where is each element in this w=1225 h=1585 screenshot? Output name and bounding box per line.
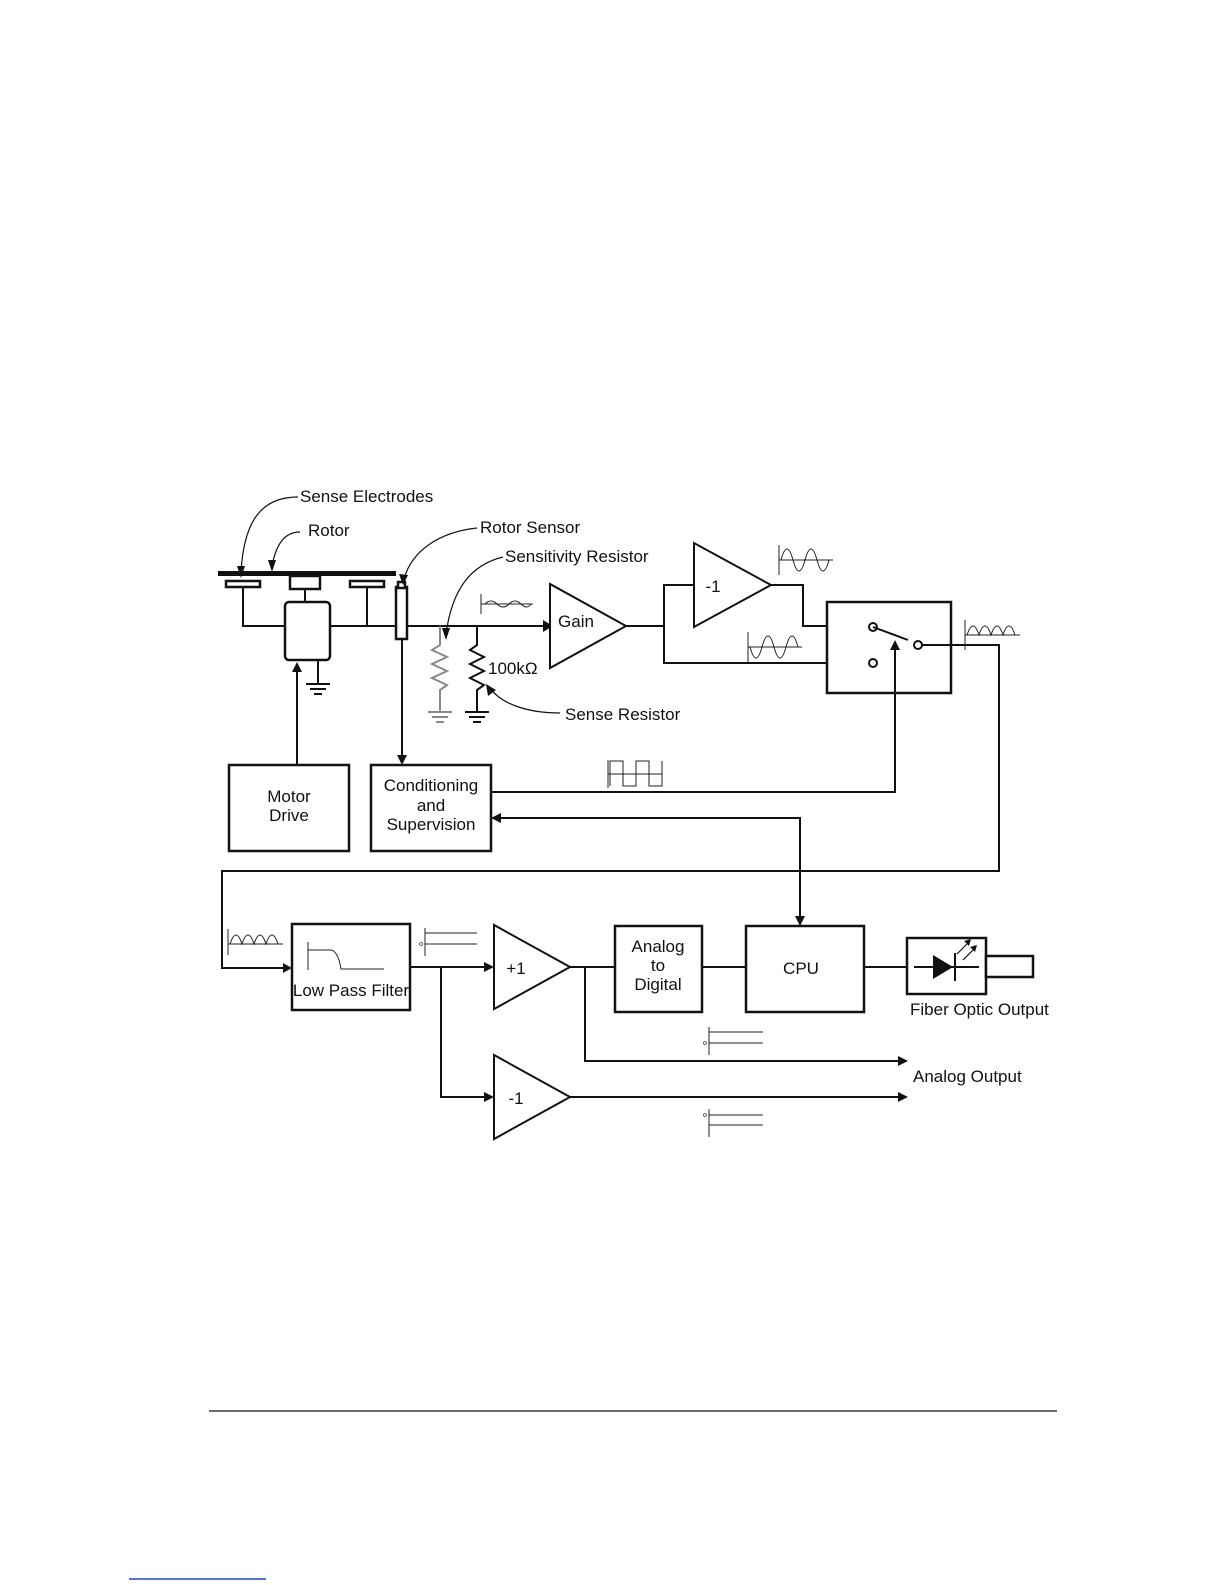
fiber-optic-output-label: Fiber Optic Output [910, 1000, 1049, 1019]
waveform-inverted-sine [779, 545, 833, 575]
rotor-assembly [218, 571, 396, 694]
motor-drive-label-1: Motor [267, 787, 311, 806]
rotor-sensor [396, 587, 407, 639]
waveform-dc-lpf [420, 928, 478, 956]
conditioning-label-3: Supervision [387, 815, 476, 834]
adc-label-1: Analog [632, 937, 685, 956]
motor-body [285, 602, 330, 660]
gain-label: Gain [558, 612, 594, 631]
conditioning-label-2: and [417, 796, 445, 815]
synchronous-switch [827, 602, 951, 693]
adc-label-3: Digital [634, 975, 681, 994]
waveform-dc-positive [704, 1027, 764, 1055]
sense-resistor-value: 100kΩ [488, 659, 538, 678]
ground-symbol-motor [306, 684, 330, 694]
sense-resistor-label: Sense Resistor [565, 705, 681, 724]
sense-resistor [465, 626, 489, 722]
waveform-dc-negative [704, 1109, 764, 1137]
waveform-sensor-signal [481, 594, 533, 614]
rotor-sensor-label: Rotor Sensor [480, 518, 580, 537]
waveform-rectified-lpf-in [228, 929, 283, 955]
sensitivity-resistor [428, 626, 452, 722]
sensitivity-resistor-label: Sensitivity Resistor [505, 547, 649, 566]
motor-drive-label-2: Drive [269, 806, 309, 825]
analog-output-label: Analog Output [913, 1067, 1022, 1086]
sense-electrode-right [350, 581, 384, 587]
buffer-label: +1 [506, 959, 525, 978]
conditioning-label-1: Conditioning [384, 776, 479, 795]
sense-electrode-left [226, 581, 260, 587]
waveform-sine [748, 632, 802, 662]
inverter-bottom-label: -1 [508, 1089, 523, 1108]
sense-electrodes-label: Sense Electrodes [300, 487, 433, 506]
adc-label-2: to [651, 956, 665, 975]
inverter-bottom [494, 1055, 570, 1139]
low-pass-filter-label: Low Pass Filter [293, 981, 410, 1000]
waveform-square [608, 760, 662, 788]
inverter-top-label: -1 [705, 577, 720, 596]
rotor-hub [290, 576, 320, 589]
rotor-label: Rotor [308, 521, 350, 540]
cpu-label: CPU [783, 959, 819, 978]
fiber-optic-transmitter [907, 938, 1033, 994]
